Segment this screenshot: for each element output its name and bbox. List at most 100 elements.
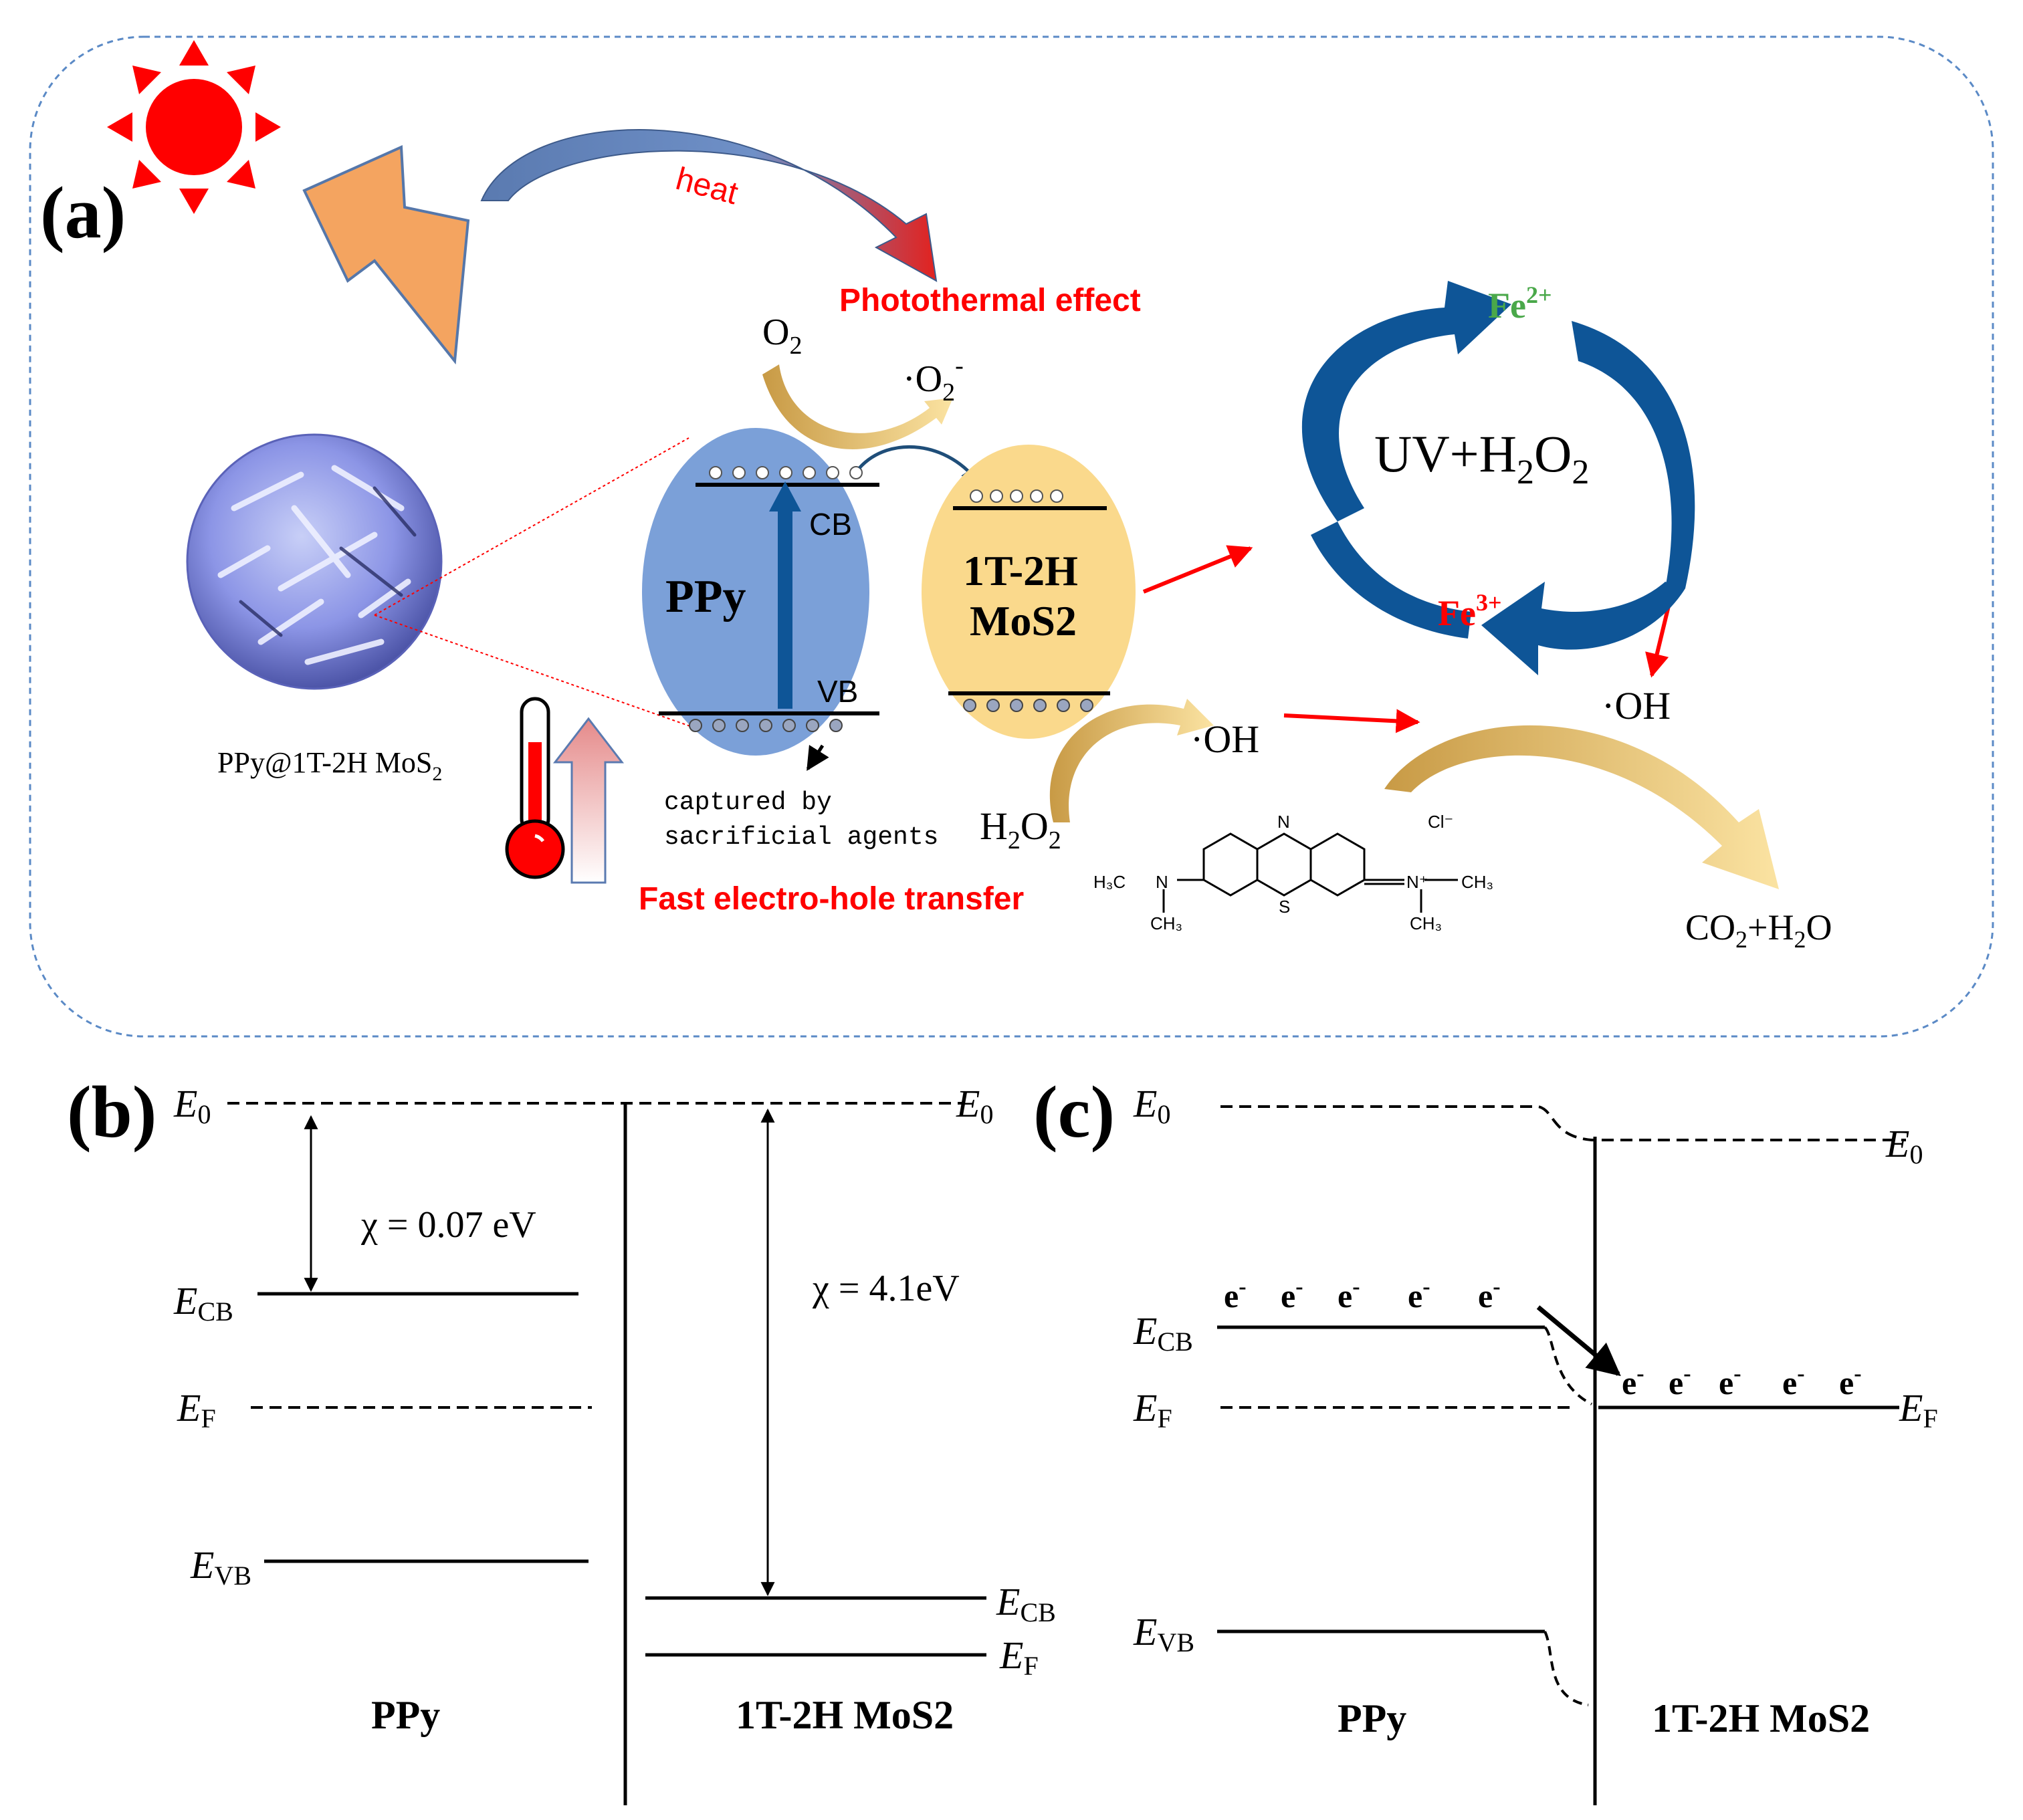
- mos2-electrons: [970, 489, 1063, 503]
- c-ef-right: EF: [1899, 1386, 1938, 1434]
- excitation-arrow-head: [769, 481, 801, 511]
- zoom-line-top: [374, 437, 689, 616]
- panel-a: (a) heat Photothermal effect: [29, 35, 1994, 1038]
- c-ppy-ecb-bend: [1543, 1326, 1592, 1405]
- heat-label: heat: [672, 161, 742, 211]
- temperature-up-arrow: [552, 717, 625, 884]
- b-ecb-right: ECB: [996, 1580, 1056, 1627]
- cycle-arrow-left-top: [1301, 281, 1511, 522]
- b-ef-left: EF: [177, 1386, 216, 1434]
- ppy-electrons: [709, 466, 863, 479]
- electron-9: e-: [1782, 1361, 1805, 1401]
- vb-label: VB: [817, 674, 858, 709]
- electron-1: e-: [1224, 1274, 1247, 1315]
- panel-b-label: (b): [67, 1071, 156, 1153]
- electron-7: e-: [1669, 1361, 1691, 1401]
- ppy-label: PPy: [665, 571, 746, 622]
- b-ecb-left: ECB: [173, 1279, 233, 1327]
- electron-3: e-: [1338, 1274, 1360, 1315]
- b-e0-left: E0: [173, 1082, 211, 1129]
- electron-10: e-: [1839, 1361, 1862, 1401]
- mb-n-top: N: [1277, 812, 1290, 832]
- thermometer-icon: [505, 697, 565, 879]
- mos2-holes: [963, 699, 1093, 712]
- heat-arrow: [480, 129, 938, 282]
- ppy-ellipse: [642, 428, 869, 756]
- c-e0-left: E0: [1133, 1082, 1170, 1129]
- b-e0-right: E0: [956, 1082, 993, 1129]
- oh-left-label: ·OH: [1190, 717, 1259, 761]
- h2o2-label: H2O2: [980, 804, 1061, 855]
- material-label: PPy@1T-2H MoS2: [217, 746, 442, 785]
- c-material-right: 1T-2H MoS2: [1652, 1696, 1870, 1740]
- mb-n-left: N: [1156, 872, 1168, 892]
- b-evb-left: EVB: [190, 1543, 251, 1591]
- electron-8: e-: [1719, 1361, 1741, 1401]
- fe2-label: Fe2+: [1488, 281, 1552, 326]
- mb-h3c: H₃C: [1093, 872, 1126, 892]
- cycle-arrow-left-bottom: [1311, 522, 1471, 639]
- sun-icon: [107, 40, 281, 214]
- c-vacuum-level: [1220, 1105, 1906, 1141]
- c-electron-transfer-arrow: [1536, 1305, 1621, 1377]
- products-label: CO2+H2O: [1685, 907, 1832, 953]
- electron-4: e-: [1408, 1274, 1430, 1315]
- superoxide-arrow: [762, 364, 953, 449]
- panel-c-label: (c): [1033, 1071, 1115, 1153]
- electron-2: e-: [1281, 1274, 1303, 1315]
- cycle-arrow-top: [1572, 321, 1695, 588]
- captured-line-1: captured by: [664, 788, 832, 817]
- c-ecb-left: ECB: [1133, 1309, 1193, 1357]
- fast-transfer-label: Fast electro-hole transfer: [639, 881, 1024, 917]
- hole-capture-arrow: [806, 744, 829, 771]
- hydroxyl-arrow: [1049, 699, 1214, 822]
- c-ef-left: EF: [1133, 1386, 1172, 1434]
- red-arrow-to-cycle: [1142, 545, 1253, 594]
- mb-s: S: [1279, 897, 1290, 917]
- fe-cycle: [1301, 281, 1695, 675]
- c-ppy-electrons: e- e- e- e- e-: [1224, 1274, 1501, 1315]
- degradation-arrow: [1384, 725, 1779, 889]
- c-evb-left: EVB: [1133, 1610, 1194, 1658]
- electron-transfer-arrow: [858, 445, 982, 487]
- ppy-holes: [689, 719, 843, 732]
- mos2-label-line-2: MoS2: [970, 597, 1077, 645]
- mb-ch3-right: CH₃: [1461, 872, 1493, 892]
- superoxide-label: ·O2-: [903, 352, 964, 407]
- fe3-label: Fe3+: [1438, 589, 1501, 633]
- panel-c: (c) E0 E0 ECB EF EVB EF e- e- e- e- e- e…: [1033, 1071, 1938, 1805]
- oh-right-label: ·OH: [1602, 684, 1671, 727]
- excitation-arrow-shaft: [778, 508, 792, 709]
- c-mos2-electrons: e- e- e- e- e-: [1622, 1361, 1862, 1401]
- b-chi-mos2: χ = 4.1eV: [812, 1268, 960, 1309]
- cb-label: CB: [809, 507, 852, 542]
- o2-label: O2: [762, 312, 802, 360]
- red-arrow-oh-to-degradation: [1283, 709, 1420, 733]
- b-ef-right: EF: [999, 1633, 1039, 1681]
- mb-ch3-bottom: CH₃: [1410, 913, 1442, 933]
- b-chi-ppy: χ = 0.07 eV: [360, 1204, 536, 1246]
- electron-6: e-: [1622, 1361, 1644, 1401]
- panel-b: (b) E0 E0 χ = 0.07 eV ECB EF EVB PPy χ =…: [67, 1071, 1056, 1805]
- c-ppy-evb-bend: [1543, 1631, 1589, 1706]
- uv-h2o2-label: UV+H2O2: [1374, 425, 1589, 491]
- mb-cl: Cl⁻: [1428, 812, 1453, 832]
- methylene-blue-structure: [1162, 832, 1458, 913]
- b-material-left: PPy: [371, 1693, 440, 1737]
- photothermal-label: Photothermal effect: [839, 283, 1141, 318]
- c-e0-right: E0: [1885, 1122, 1923, 1169]
- cycle-arrow-bottom: [1481, 582, 1685, 675]
- panel-a-label: (a): [40, 172, 126, 253]
- mb-nplus: N⁺: [1406, 872, 1428, 892]
- mb-ch3-left: CH₃: [1150, 913, 1182, 933]
- mos2-ellipse: [922, 445, 1136, 739]
- mos2-label-line-1: 1T-2H: [963, 547, 1078, 594]
- nanoflower-sphere: [186, 433, 443, 690]
- electron-5: e-: [1478, 1274, 1501, 1315]
- captured-line-2: sacrificial agents: [664, 823, 938, 852]
- panel-a-border: [29, 35, 1994, 1038]
- c-material-left: PPy: [1338, 1696, 1406, 1740]
- b-material-right: 1T-2H MoS2: [736, 1693, 954, 1737]
- lightning-icon: [302, 144, 470, 365]
